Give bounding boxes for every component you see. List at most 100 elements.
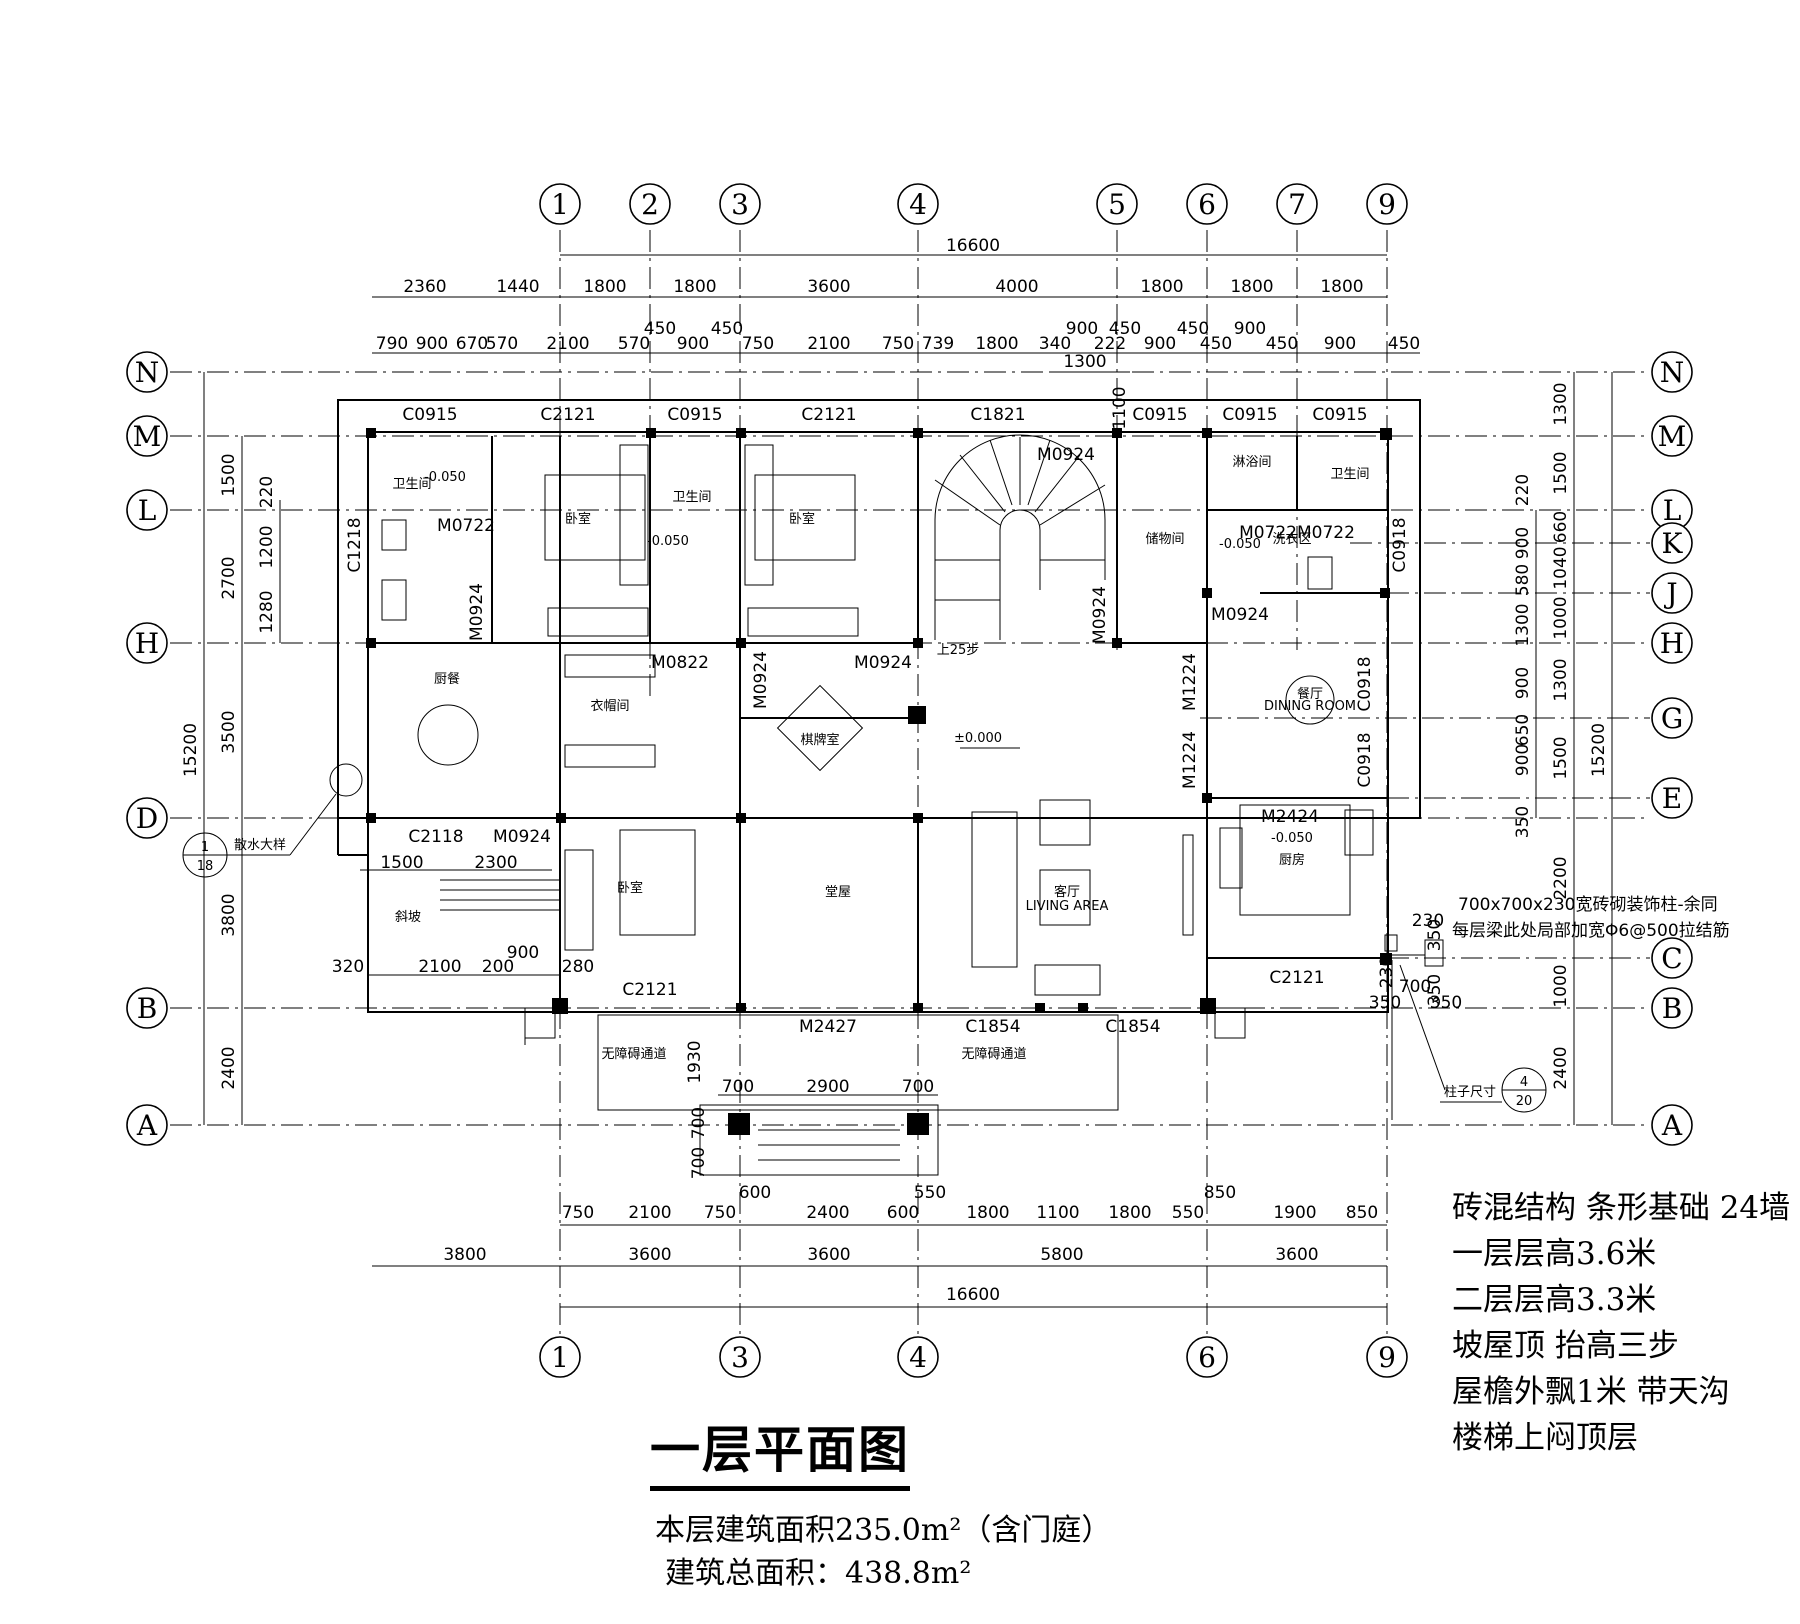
svg-text:670: 670: [456, 334, 488, 354]
svg-text:1280: 1280: [257, 590, 277, 633]
svg-text:900: 900: [507, 943, 539, 963]
door-label: M1224: [1180, 731, 1200, 789]
svg-text:3600: 3600: [628, 1245, 671, 1265]
svg-text:1800: 1800: [1108, 1203, 1151, 1223]
svg-text:2900: 2900: [806, 1077, 849, 1097]
svg-text:220: 220: [1513, 474, 1533, 506]
room-label: 卧室: [617, 880, 643, 896]
svg-text:1300: 1300: [1063, 352, 1106, 372]
svg-text:900: 900: [1144, 334, 1176, 354]
svg-text:1: 1: [201, 840, 209, 855]
svg-text:16600: 16600: [946, 236, 1000, 256]
window-label: C2121: [622, 980, 677, 1000]
sink-icon: [381, 519, 407, 551]
axis-label: C: [1661, 942, 1682, 975]
window-label: C2121: [1269, 968, 1324, 988]
axis-label: H: [135, 627, 159, 660]
room-label: 堂屋: [825, 885, 851, 900]
svg-text:739: 739: [922, 334, 954, 354]
room-label: 厨餐: [434, 671, 460, 687]
axis-label: H: [1660, 627, 1684, 660]
floor-area-text: 本层建筑面积235.0m²（含门庭）: [655, 1513, 1112, 1548]
axis-label: N: [1660, 356, 1685, 389]
window-label: C0915: [1132, 405, 1187, 425]
svg-text:900: 900: [677, 334, 709, 354]
axis-label: 2: [641, 188, 659, 221]
window-label: C1854: [1105, 1017, 1160, 1037]
svg-text:750: 750: [882, 334, 914, 354]
room-label: 厨房: [1279, 852, 1305, 868]
note-line: 一层层高3.6米: [1452, 1236, 1657, 1272]
svg-text:220: 220: [257, 476, 277, 508]
door-label: M0924: [1037, 445, 1095, 465]
door-label: M0924: [493, 827, 551, 847]
svg-text:1500: 1500: [1551, 451, 1571, 494]
axis-bubbles-top: 1 2 3 4 5 6 7 9: [539, 183, 1408, 225]
svg-text:700: 700: [902, 1077, 934, 1097]
svg-text:900: 900: [416, 334, 448, 354]
svg-text:450: 450: [644, 319, 676, 339]
window-label: C1218: [345, 517, 365, 572]
svg-text:1800: 1800: [975, 334, 1018, 354]
axis-label: D: [136, 802, 158, 835]
room-labels: 卫生间 卧室 卫生间 卧室 储物间 淋浴间 卫生间 洗衣区 厨餐 衣帽间 棋牌室…: [392, 455, 1369, 1062]
dining-table-icon: [417, 704, 479, 766]
svg-text:320: 320: [332, 957, 364, 977]
svg-text:200: 200: [482, 957, 514, 977]
svg-text:600: 600: [887, 1203, 919, 1223]
window-label: C0915: [667, 405, 722, 425]
svg-text:2100: 2100: [628, 1203, 671, 1223]
svg-text:1040: 1040: [1551, 546, 1571, 589]
svg-text:570: 570: [618, 334, 650, 354]
room-label: 餐厅: [1297, 686, 1323, 702]
axis-label: M: [1658, 420, 1687, 453]
svg-text:2700: 2700: [219, 556, 239, 599]
svg-text:900: 900: [1513, 527, 1533, 559]
axis-label: A: [1661, 1109, 1683, 1142]
axis-label: 3: [731, 188, 749, 221]
svg-text:600: 600: [739, 1183, 771, 1203]
window-labels: C0915 C2121 C0915 C2121 C1821 C0915 C091…: [345, 405, 1410, 1037]
axis-bubbles-left: N M L H D B A: [126, 351, 168, 1146]
door-label: M0924: [751, 651, 771, 709]
svg-text:450: 450: [1109, 319, 1141, 339]
svg-text:1300: 1300: [1551, 658, 1571, 701]
svg-text:2300: 2300: [474, 853, 517, 873]
svg-text:650: 650: [1513, 714, 1533, 746]
svg-text:3600: 3600: [807, 1245, 850, 1265]
svg-text:1900: 1900: [1273, 1203, 1316, 1223]
svg-text:350: 350: [1513, 806, 1533, 838]
room-label: LIVING AREA: [1026, 899, 1109, 914]
door-label: M0924: [1090, 586, 1110, 644]
svg-text:2100: 2100: [546, 334, 589, 354]
svg-text:350: 350: [1430, 993, 1462, 1013]
svg-text:±0.000: ±0.000: [954, 731, 1002, 746]
door-label: M1224: [1180, 653, 1200, 711]
svg-text:1800: 1800: [1230, 277, 1273, 297]
door-label: M2424: [1261, 807, 1319, 827]
door-label: M0722: [437, 516, 495, 536]
svg-text:230: 230: [1377, 956, 1397, 988]
svg-text:2360: 2360: [403, 277, 446, 297]
window-label: C0915: [1222, 405, 1277, 425]
axis-label: 9: [1378, 1341, 1396, 1374]
svg-text:790: 790: [376, 334, 408, 354]
svg-text:柱子尺寸: 柱子尺寸: [1444, 1085, 1496, 1100]
card-table-icon: [776, 684, 864, 772]
door-label: M0822: [651, 653, 709, 673]
room-label: 棋牌室: [800, 732, 839, 748]
window-label: C1854: [965, 1017, 1020, 1037]
svg-text:280: 280: [562, 957, 594, 977]
svg-text:1500: 1500: [380, 853, 423, 873]
room-label: 卧室: [565, 511, 591, 527]
axis-label: 6: [1198, 188, 1216, 221]
svg-text:16600: 16600: [946, 1285, 1000, 1305]
room-label: 无障碍通道: [961, 1047, 1026, 1062]
axis-label: 5: [1108, 188, 1126, 221]
room-label: 无障碍通道: [601, 1047, 666, 1062]
room-label: 卫生间: [392, 477, 431, 492]
svg-text:散水大样: 散水大样: [234, 838, 286, 853]
room-label: 洗衣区: [1272, 531, 1311, 547]
drawing-title: 一层平面图: [650, 1410, 910, 1491]
svg-text:2100: 2100: [807, 334, 850, 354]
